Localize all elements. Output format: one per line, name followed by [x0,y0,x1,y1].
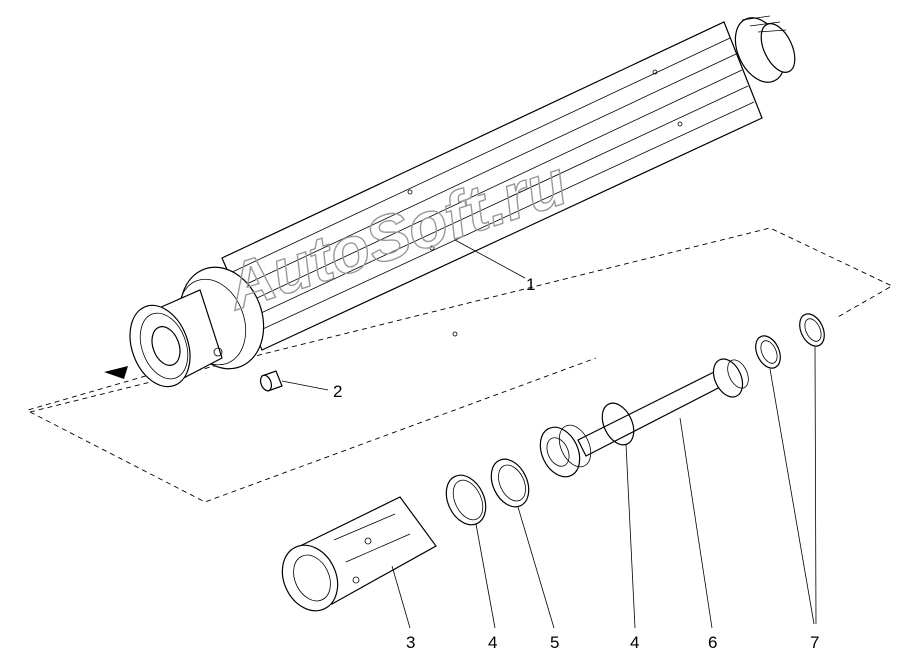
pin-part-2 [259,370,283,392]
callout-7: 7 [810,633,819,652]
rod-part-6 [539,358,749,478]
callout-6: 6 [708,633,717,652]
snap-ring-part-4a [445,474,487,526]
callout-5: 5 [550,633,559,652]
callout-2: 2 [333,382,342,401]
sleeve-part-3 [281,496,437,612]
callout-labels: 1 2 3 4 5 4 6 7 [333,275,819,652]
splined-shaft-part-1 [129,15,796,388]
callout-4b: 4 [630,633,639,652]
callout-4a: 4 [488,633,497,652]
leader-lines [281,239,817,629]
rings-part-7 [755,313,825,369]
callout-1: 1 [526,275,535,294]
snap-ring-part-4b [601,402,635,446]
assembly-plane-outline [27,227,893,503]
ring-part-5 [490,458,530,508]
callout-3: 3 [406,633,415,652]
